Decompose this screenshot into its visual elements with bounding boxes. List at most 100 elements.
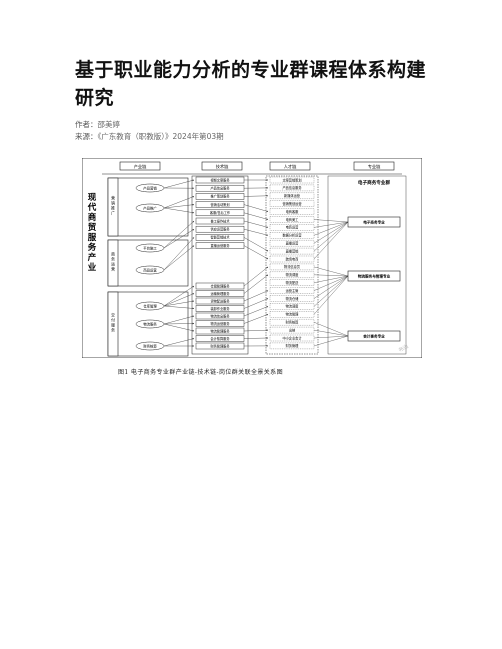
industry-char: 务 [88, 242, 97, 253]
talent-to-major-line [313, 335, 349, 347]
column-header-box [353, 161, 395, 171]
talent-to-major-line [313, 275, 349, 307]
industry-char: 现 [88, 193, 97, 203]
talent-chain: 文案营销策划产品信息服务新媒体运营营销策划运营电商客服电商美工电商运营数据分析运… [265, 175, 319, 355]
column-header: 产业链 [134, 163, 147, 170]
article-title: 基于职业能力分析的专业群课程体系构建研究 [75, 59, 427, 109]
talent-to-major-line [313, 275, 349, 315]
section-label-char: 务 [111, 257, 115, 262]
author-name: 邵美婷 [97, 120, 121, 129]
industry-char: 服 [88, 233, 97, 243]
tech-item: 装卸作业服务 [210, 306, 230, 311]
talent-item: 物流调度 [286, 272, 300, 277]
sub-to-tech-arrow [163, 245, 195, 271]
talent-to-major-line [313, 221, 349, 260]
section-label-box [107, 177, 119, 237]
tech-to-talent-arrow [243, 290, 269, 302]
tech-item: 视频文案服务 [210, 177, 230, 182]
industry-char: 贸 [88, 222, 97, 233]
sub-label: 产品推广 [143, 205, 157, 210]
major-column-frame [327, 175, 407, 355]
section-label-char: 运 [111, 262, 115, 267]
tech-to-talent-arrow [243, 212, 269, 220]
talent-item-box [269, 208, 315, 215]
talent-to-major-line [313, 221, 349, 228]
section-label-box [107, 239, 119, 287]
sub-label: 财务核算 [143, 343, 157, 348]
talent-item: 直播运营 [286, 241, 299, 246]
talent-item: 财务核算 [286, 320, 300, 325]
section-label-box [107, 291, 119, 357]
talent-item: 运营主管 [286, 288, 299, 293]
tech-to-talent-arrow [243, 298, 269, 309]
sub-to-tech-arrow [163, 323, 195, 332]
relation-diagram: 产业链技术链人才链专业链 现代商贸服务产业 营销推广产品营销产品推广商务运营平台… [82, 158, 422, 358]
talent-item: 物流调度 [286, 304, 300, 309]
industry-char: 产 [88, 252, 97, 263]
talent-to-major-line [313, 275, 349, 299]
watermark-text: 布道 [398, 343, 410, 354]
talent-item-box [269, 184, 315, 192]
column-header-box [119, 161, 161, 171]
sub-to-tech-arrow [163, 315, 195, 325]
tech-to-talent-arrow [243, 306, 269, 317]
talent-to-major-line [313, 275, 349, 291]
tech-item: 仓储管理服务 [210, 283, 230, 288]
industry-char: 代 [87, 202, 97, 213]
tech-item: 物流管理服务 [210, 328, 230, 333]
tech-to-talent-arrow [243, 229, 269, 236]
tech-item: 营销活动策划 [210, 202, 229, 207]
talent-item: 新媒体运营 [284, 193, 300, 198]
tech-item: 客服/售后工作 [210, 210, 231, 215]
sub-to-tech-arrow [163, 322, 195, 325]
talent-item-box [269, 279, 315, 286]
talent-item-box [269, 176, 315, 184]
talent-item: 跨境电商 [286, 256, 299, 261]
talent-to-major-line [313, 219, 349, 223]
major-box [347, 270, 401, 282]
tech-to-talent-arrow [243, 245, 269, 260]
talent-item: 中小企业会计 [282, 335, 302, 340]
talent-item: 物流配送 [286, 280, 300, 285]
industry-char: 商 [88, 212, 97, 223]
section-label-char: 商 [111, 252, 115, 257]
section-label-char: 交 [111, 313, 115, 318]
source-name: 《广东教育（职教版）》2024年第03期 [97, 132, 224, 141]
talent-to-major-line [313, 335, 349, 339]
talent-item: 数据分析运营 [282, 233, 301, 238]
sub-to-tech-arrow [163, 203, 195, 209]
talent-to-major-line [313, 329, 349, 337]
tech-to-talent-arrow [243, 237, 269, 252]
major-label: 会计事务专业 [362, 334, 385, 339]
section-label-char: 推 [111, 206, 115, 211]
column-header: 人才链 [284, 163, 297, 170]
sub-to-tech-arrow [163, 300, 195, 307]
author-label: 作者： [75, 120, 98, 129]
talent-to-major-line [313, 221, 349, 236]
section-label-char: 务 [111, 328, 115, 333]
connector-lines [243, 179, 349, 347]
section-label-char: 营 [111, 267, 115, 272]
sub-to-tech-arrow [163, 220, 195, 249]
sub-to-tech-arrow [163, 338, 195, 347]
tech-item: 普工操作技术 [210, 218, 230, 223]
sub-to-tech-arrow [163, 285, 195, 307]
talent-to-major-line [313, 322, 349, 337]
tech-item: 物流运营服务 [210, 321, 230, 326]
tech-column-frame [191, 175, 249, 355]
talent-item: 电商客服 [286, 209, 300, 214]
source-label: 来源： [75, 132, 98, 141]
tech-to-talent-arrow [243, 314, 269, 324]
sub-label: 产品营销 [143, 185, 157, 190]
talent-item-box [269, 192, 315, 199]
talent-item: 电商运营 [286, 225, 299, 230]
talent-item-box [269, 263, 315, 271]
source-line: 来源：《广东教育（职教版）》2024年第03期 [75, 131, 224, 142]
talent-item: 营销策划运营 [282, 201, 301, 206]
talent-to-major-line [313, 221, 349, 252]
section-label-char: 服 [111, 323, 115, 328]
talent-to-major-line [313, 266, 349, 277]
sub-to-tech-arrow [163, 179, 195, 189]
talent-item-box [269, 200, 315, 207]
